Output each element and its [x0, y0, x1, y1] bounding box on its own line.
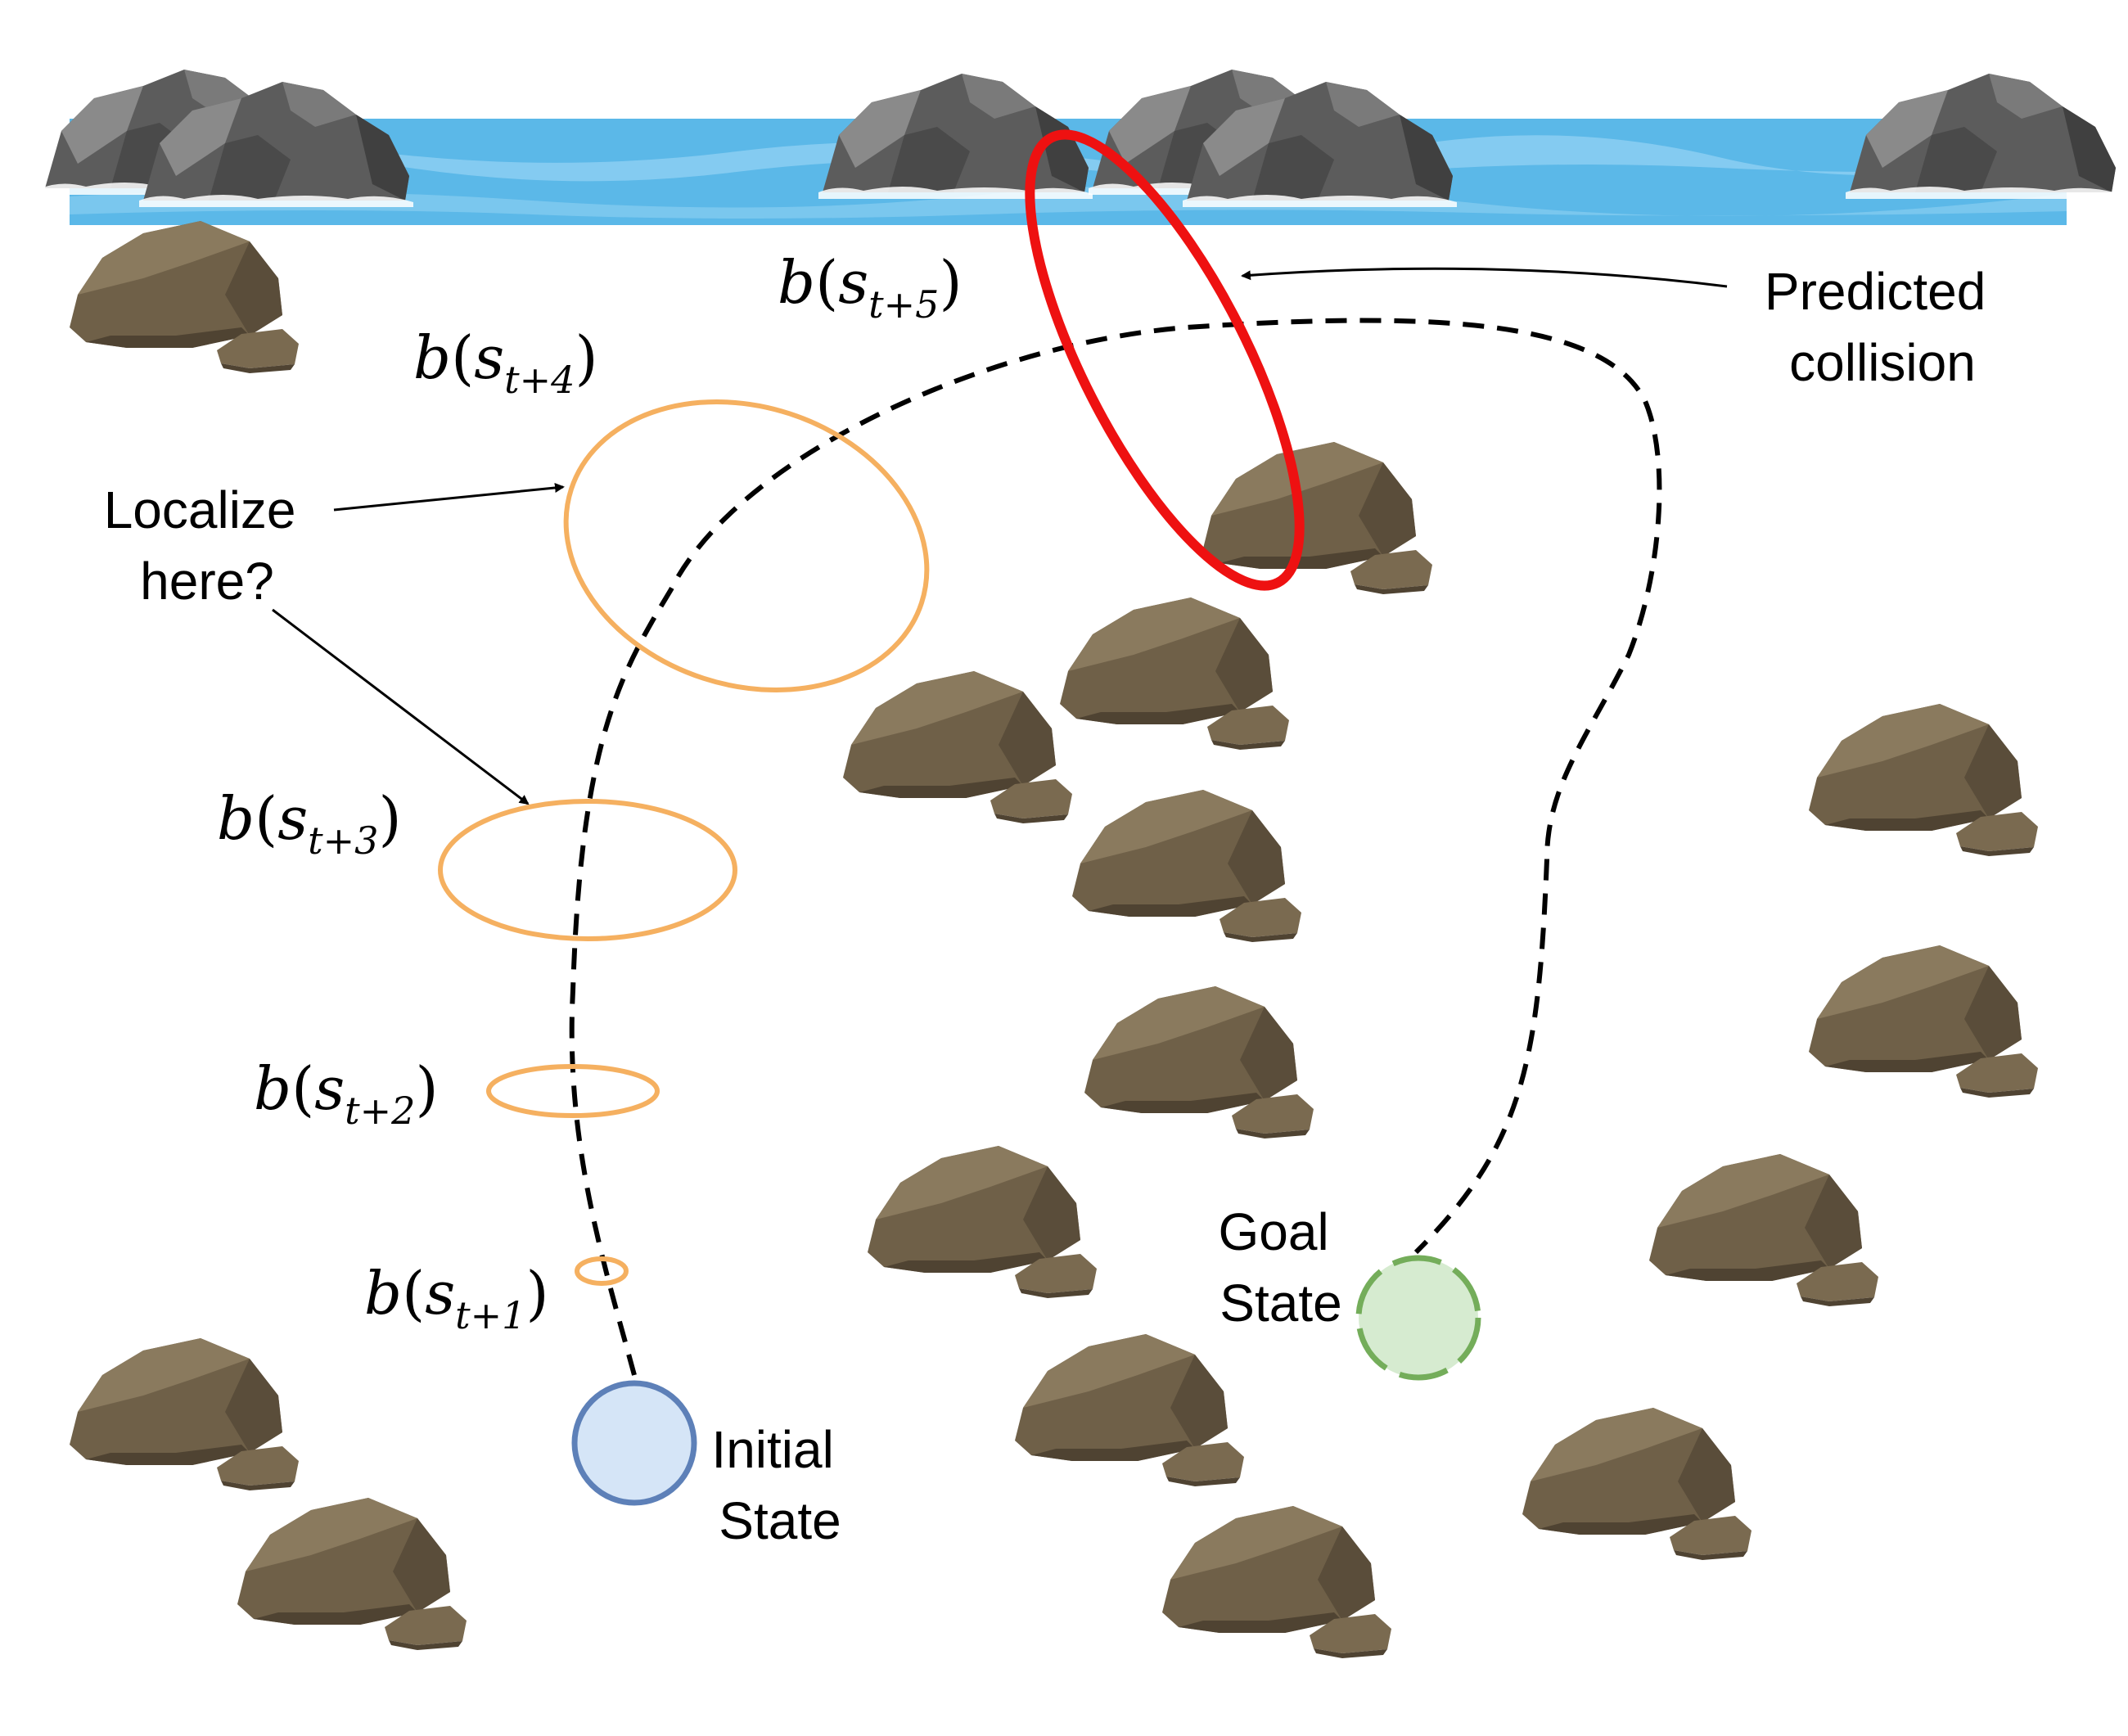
belief-label-t3: b(st+3) [217, 784, 402, 863]
belief-label-t4: b(st+4) [413, 323, 598, 402]
collision-arrow [1241, 267, 1728, 288]
collision-ellipse [1025, 129, 1305, 591]
rock-icon [1203, 442, 1432, 594]
localize-arrow-lower [272, 608, 530, 805]
goal-state-label: Goal State [1219, 1202, 1344, 1332]
rock-icon [843, 671, 1072, 823]
localize-here-label: Localize here? [104, 480, 311, 611]
rock-icon [868, 1146, 1097, 1298]
rock-icon [1809, 945, 2038, 1098]
rock-icon [70, 221, 299, 373]
goal-state-marker [1355, 1255, 1481, 1381]
water-rock-icon [1846, 74, 2120, 199]
rock-icon [1084, 986, 1314, 1139]
belief-label-t5: b(st+5) [778, 248, 963, 327]
localize-arrow-upper [333, 483, 565, 512]
rock-icon [1649, 1154, 1878, 1306]
belief-label-t2: b(st+2) [254, 1054, 439, 1133]
rock-icon [70, 1338, 299, 1490]
belief-ellipse-t1 [575, 1256, 629, 1286]
rock-icon [1060, 597, 1289, 750]
belief-label-t1: b(st+1) [364, 1259, 549, 1337]
planned-path-left [569, 318, 1662, 1376]
rock-icon [1162, 1506, 1391, 1658]
rock-icon [1522, 1408, 1752, 1560]
belief-ellipse-t4 [563, 399, 930, 692]
rock-icon [1072, 790, 1301, 942]
rock-icon [237, 1498, 467, 1650]
initial-state-label: Initial State [711, 1420, 848, 1550]
belief-ellipse-t3 [438, 799, 737, 941]
predicted-collision-label: Predicted collision [1765, 262, 2000, 392]
belief-ellipse-t2 [486, 1064, 660, 1118]
rock-icon [1015, 1334, 1244, 1486]
rock-icon [1809, 704, 2038, 856]
initial-state-marker [571, 1380, 697, 1506]
